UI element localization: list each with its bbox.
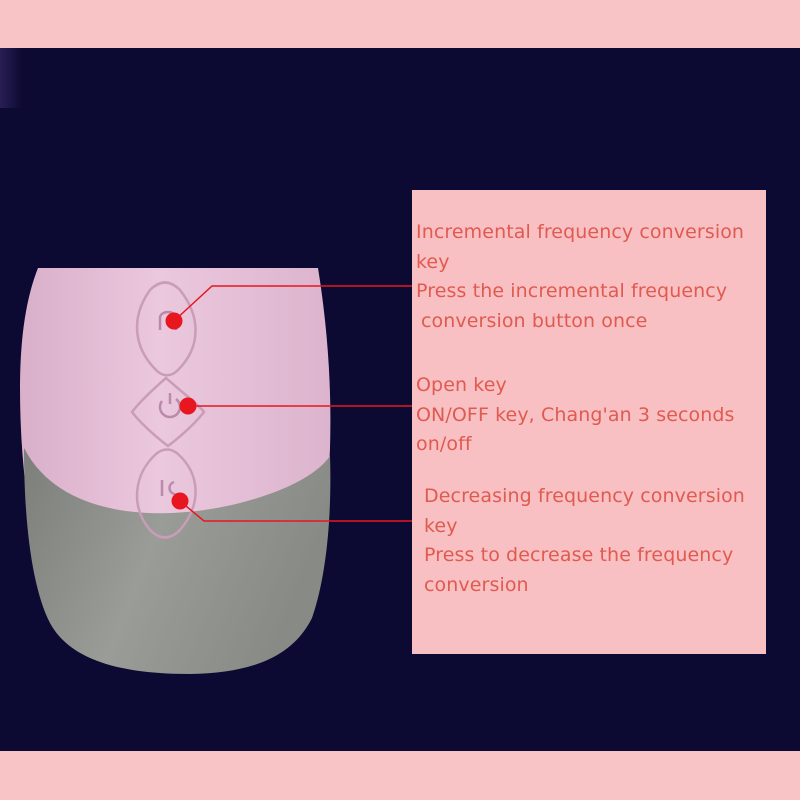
callout-line-decrease xyxy=(179,500,412,522)
power-icon xyxy=(158,398,182,419)
marker-power xyxy=(179,397,197,415)
annotation-power-desc-cont: on/off xyxy=(416,433,472,455)
annotation-decrease-desc: Press to decrease the frequency xyxy=(424,544,734,566)
annotation-increase-desc: Press the incremental frequency xyxy=(416,280,728,302)
button-outline-group xyxy=(130,281,206,539)
callout-line-increase xyxy=(173,285,412,322)
callout-lines xyxy=(173,285,412,522)
power-button[interactable] xyxy=(158,393,182,419)
annotation-power: Open key ON/OFF key, Chang'an 3 seconds … xyxy=(416,371,735,460)
device-illustration xyxy=(20,268,412,674)
marker-increase xyxy=(165,312,183,330)
annotation-decrease-title-cont: key xyxy=(424,514,458,537)
device-base xyxy=(24,448,331,674)
annotation-decrease: Decreasing frequency conversion key Pres… xyxy=(424,482,745,600)
power-button-outline xyxy=(130,376,206,448)
info-panel xyxy=(412,190,766,654)
annotation-increase-title: Incremental frequency conversion xyxy=(416,221,745,243)
marker-decrease xyxy=(171,492,189,510)
annotation-increase: Incremental frequency conversion key Pre… xyxy=(416,218,744,336)
callout-markers xyxy=(165,312,197,510)
edge-glow xyxy=(0,48,22,108)
annotation-decrease-title: Decreasing frequency conversion xyxy=(424,485,745,507)
decrease-button-outline xyxy=(135,448,197,539)
annotation-power-title: Open key xyxy=(416,374,507,396)
annotation-power-desc: ON/OFF key, Chang'an 3 seconds xyxy=(416,403,735,426)
annotation-increase-title-cont: key xyxy=(416,250,450,273)
annotation-decrease-desc-cont: conversion xyxy=(424,573,529,596)
device-body xyxy=(20,268,331,568)
annotation-increase-desc-cont: conversion button once xyxy=(421,309,648,332)
increase-button-outline xyxy=(135,281,197,377)
